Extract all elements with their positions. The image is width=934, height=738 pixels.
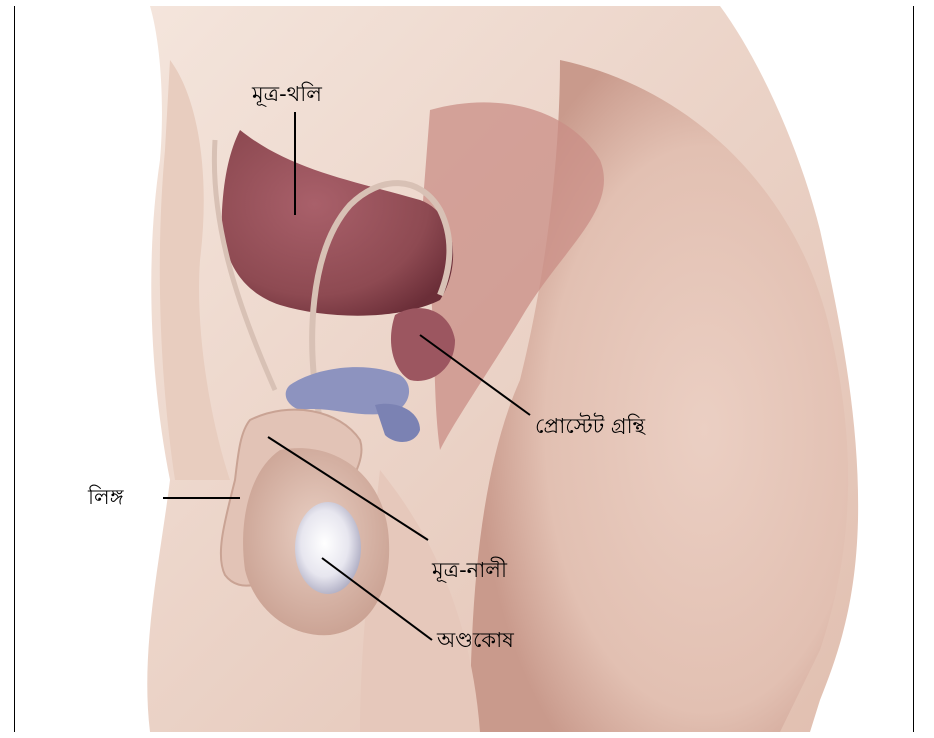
prostate-label: প্রোস্টেট গ্রন্থি <box>535 416 645 437</box>
body-illustration <box>15 6 913 732</box>
testis-label: অণ্ডকোষ <box>437 630 514 651</box>
urethra-label: মূত্র-নালী <box>432 560 507 581</box>
penis-label: লিঙ্গ <box>88 487 124 508</box>
bladder-label: মূত্র-থলি <box>252 84 322 105</box>
